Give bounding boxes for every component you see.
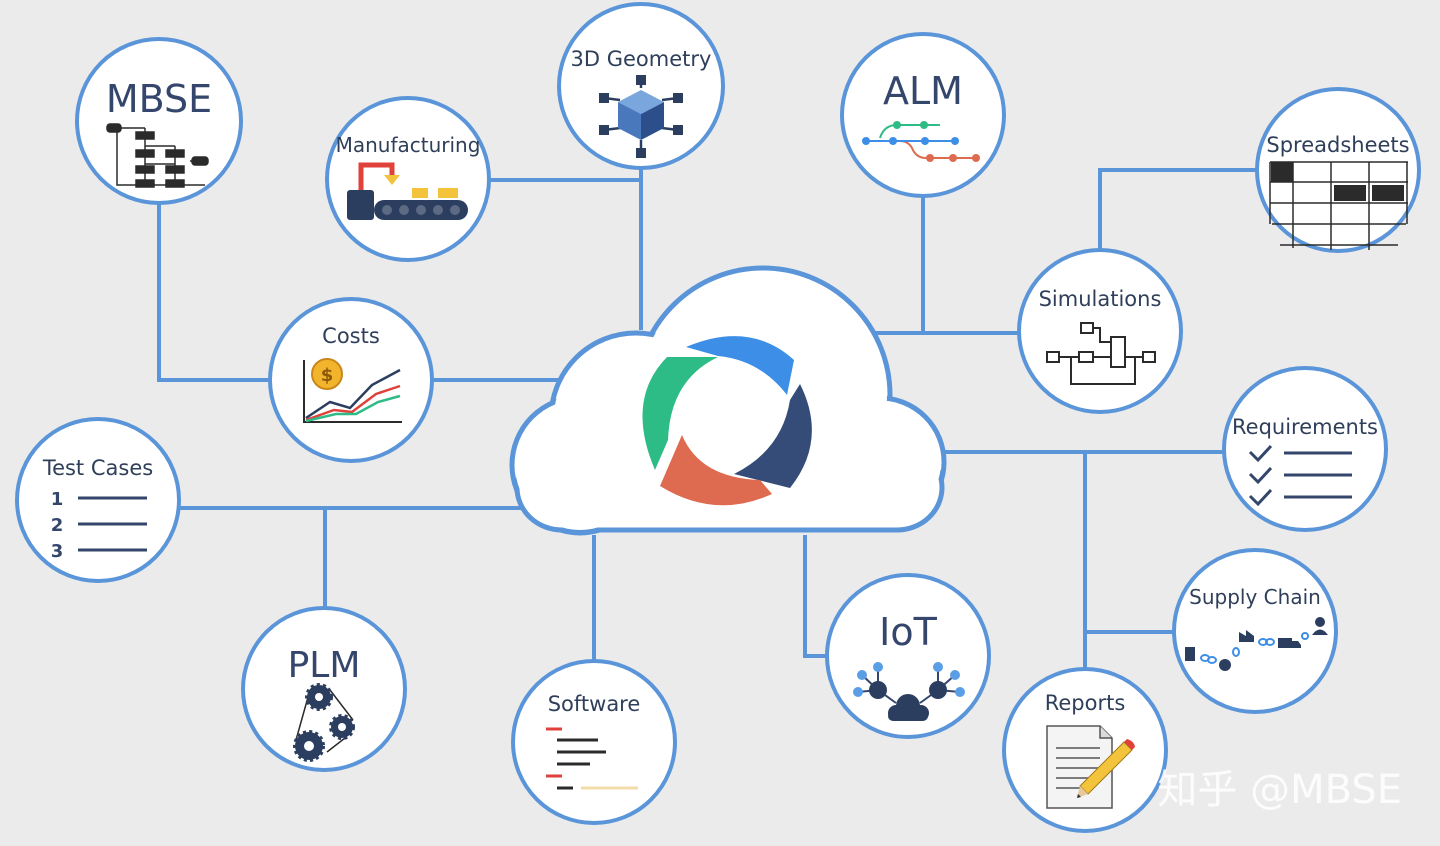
node-label: Simulations (1039, 287, 1162, 311)
node-label: ALM (883, 69, 963, 113)
node-label: PLM (288, 645, 361, 686)
node-spreadsheets: Spreadsheets (1255, 87, 1421, 253)
svg-text:$: $ (321, 365, 334, 386)
node-supplychain: Supply Chain (1172, 548, 1338, 714)
node-label: 3D Geometry (571, 47, 712, 71)
node-circle (325, 96, 491, 262)
node-circle (825, 573, 991, 739)
node-circle (1222, 366, 1388, 532)
node-label: Requirements (1232, 415, 1378, 439)
watermark-text: 知乎 @MBSE (1157, 767, 1402, 813)
checklist-icon (1248, 444, 1352, 507)
conveyor-robot-icon (347, 162, 468, 220)
node-costs: Costs $ (268, 297, 434, 463)
node-circle (1172, 548, 1338, 714)
document-pencil-icon (1046, 725, 1135, 809)
cloud-logo-icon (642, 336, 812, 506)
node-label: Test Cases (42, 456, 153, 480)
coin-chart-icon: $ (303, 358, 402, 423)
node-manufacturing: Manufacturing (325, 96, 491, 262)
node-reports: Reports (1002, 667, 1168, 833)
node-simulations: Simulations (1017, 248, 1183, 414)
list-number: 1 (51, 489, 64, 510)
node-label: IoT (879, 610, 937, 654)
supply-chain-icon (1185, 617, 1328, 671)
node-geometry: 3D Geometry (557, 2, 725, 170)
node-plm: PLM (241, 606, 407, 772)
list-number: 2 (51, 515, 64, 536)
node-circle (511, 659, 677, 825)
node-circle (1255, 87, 1421, 253)
node-iot: IoT (825, 573, 991, 739)
node-label: Manufacturing (336, 133, 481, 157)
numbered-list-icon: 1 2 3 (51, 489, 147, 562)
node-label: MBSE (106, 77, 212, 121)
code-lines-icon (546, 727, 638, 790)
node-circle (75, 37, 243, 205)
node-label: Reports (1045, 691, 1126, 715)
node-label: Software (548, 692, 641, 716)
node-label: Spreadsheets (1266, 133, 1409, 157)
connector-mbse (157, 203, 272, 382)
node-requirements: Requirements (1222, 366, 1388, 532)
block-diagram-icon (1046, 322, 1156, 385)
central-cloud (509, 265, 947, 536)
node-label: Supply Chain (1189, 585, 1321, 609)
node-software: Software (511, 659, 677, 825)
cloud-network-icon (853, 662, 965, 721)
connector-lines (157, 168, 1257, 668)
connector-iot (803, 535, 827, 658)
node-label: Costs (322, 324, 380, 348)
node-circle (840, 32, 1006, 198)
hierarchy-diagram-icon (106, 123, 209, 188)
cube-network-icon (599, 75, 683, 158)
node-alm: ALM (840, 32, 1006, 198)
list-number: 3 (51, 541, 64, 562)
connector-spreadsheets (1098, 168, 1257, 250)
branch-graph-icon (862, 121, 980, 162)
node-mbse: MBSE (75, 37, 243, 205)
gears-icon (293, 683, 355, 762)
node-testcases: Test Cases 1 2 3 (15, 417, 181, 583)
spreadsheet-grid-icon (1269, 161, 1408, 250)
node-circle (15, 417, 181, 583)
